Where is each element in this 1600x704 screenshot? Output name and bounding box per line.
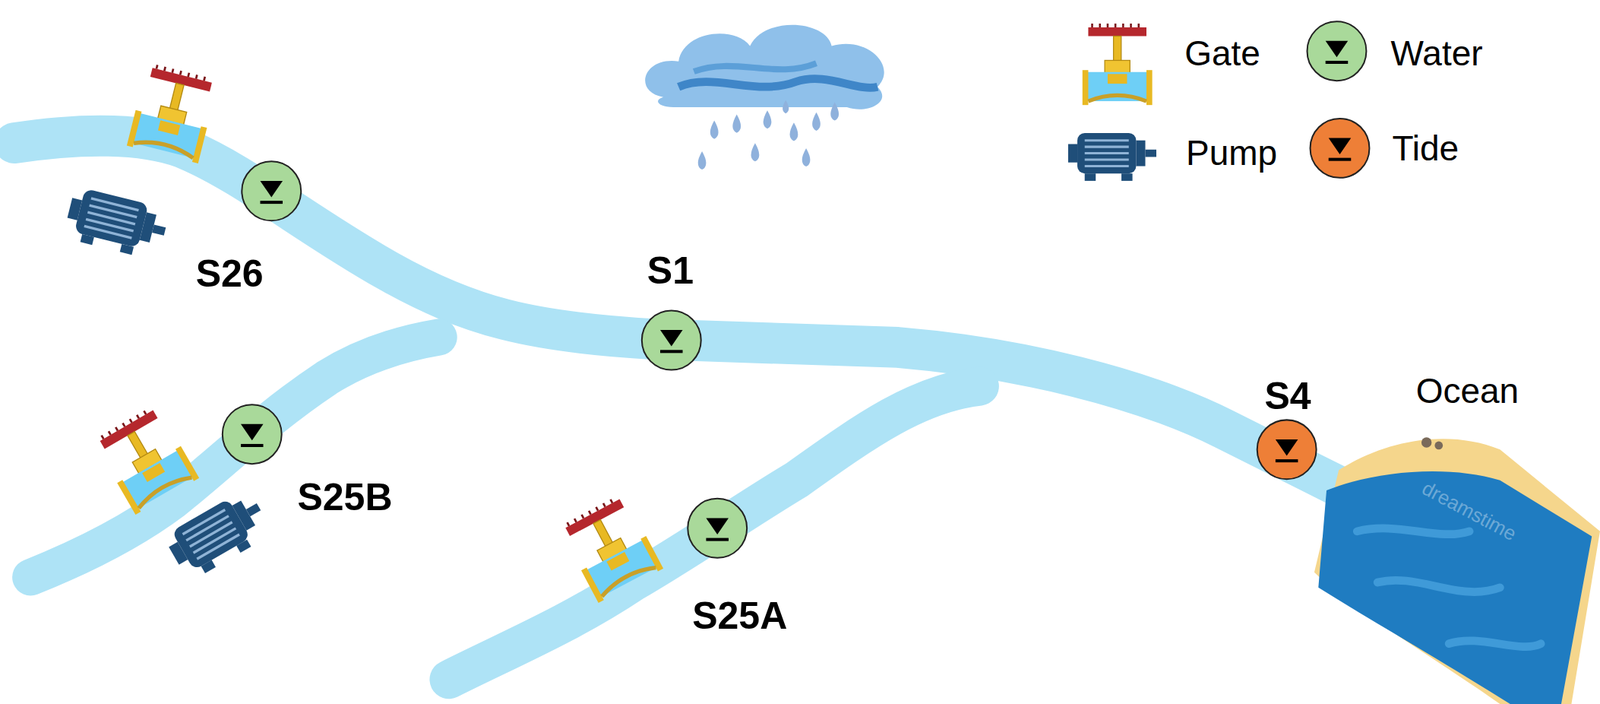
station-label: S4 <box>1264 376 1311 415</box>
legend-text: Gate <box>1184 35 1261 71</box>
legend-text: Water <box>1391 35 1484 71</box>
legend-text: Pump <box>1185 135 1278 171</box>
station-label: S1 <box>647 251 694 290</box>
legend-text: Tide <box>1391 130 1459 166</box>
place-label: Ocean <box>1416 373 1520 408</box>
station-label: S26 <box>196 254 264 293</box>
station-label: S25B <box>297 477 393 516</box>
station-label: S25A <box>692 596 788 635</box>
